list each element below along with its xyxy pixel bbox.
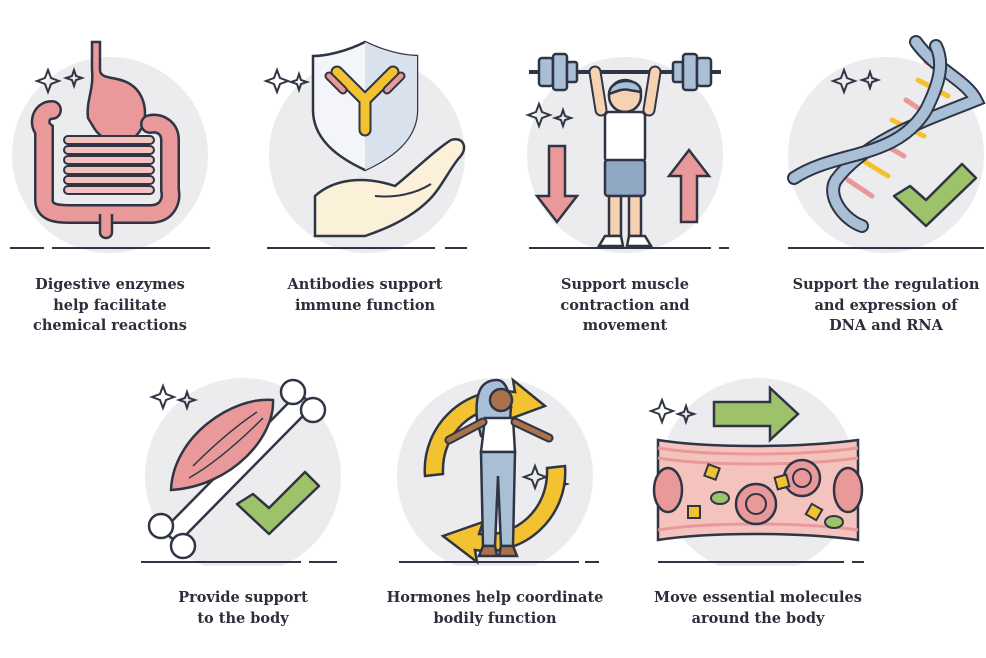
caption-muscle: Support muscle contraction and movement bbox=[560, 276, 690, 334]
item-transport: Move essential molecules around the body bbox=[648, 366, 868, 658]
caption-digestive: Digestive enzymes help facilitate chemic… bbox=[33, 276, 187, 334]
item-antibodies: Antibodies support immune function bbox=[255, 0, 475, 340]
hormone-cycle-icon bbox=[397, 376, 599, 566]
muscle-bone-icon bbox=[141, 378, 341, 566]
caption-antibodies: Antibodies support immune function bbox=[287, 276, 443, 314]
dna-helix-icon bbox=[787, 35, 986, 253]
item-dna: Support the regulation and expression of… bbox=[776, 0, 986, 340]
caption-hormones: Hormones help coordinate bodily function bbox=[386, 589, 604, 627]
caption-transport: Move essential molecules around the body bbox=[654, 589, 862, 627]
item-digestive: Digestive enzymes help facilitate chemic… bbox=[0, 0, 220, 340]
weightlifter-icon bbox=[525, 52, 729, 253]
item-support: Provide support to the body bbox=[133, 366, 353, 658]
blood-vessel-icon bbox=[648, 378, 864, 566]
item-muscle: Support muscle contraction and movement bbox=[515, 0, 735, 340]
caption-dna: Support the regulation and expression of… bbox=[792, 276, 980, 334]
antibody-shield-icon bbox=[263, 40, 467, 253]
caption-support: Provide support to the body bbox=[178, 589, 308, 627]
digestive-system-icon bbox=[10, 40, 210, 253]
item-hormones: Hormones help coordinate bodily function bbox=[385, 366, 605, 658]
